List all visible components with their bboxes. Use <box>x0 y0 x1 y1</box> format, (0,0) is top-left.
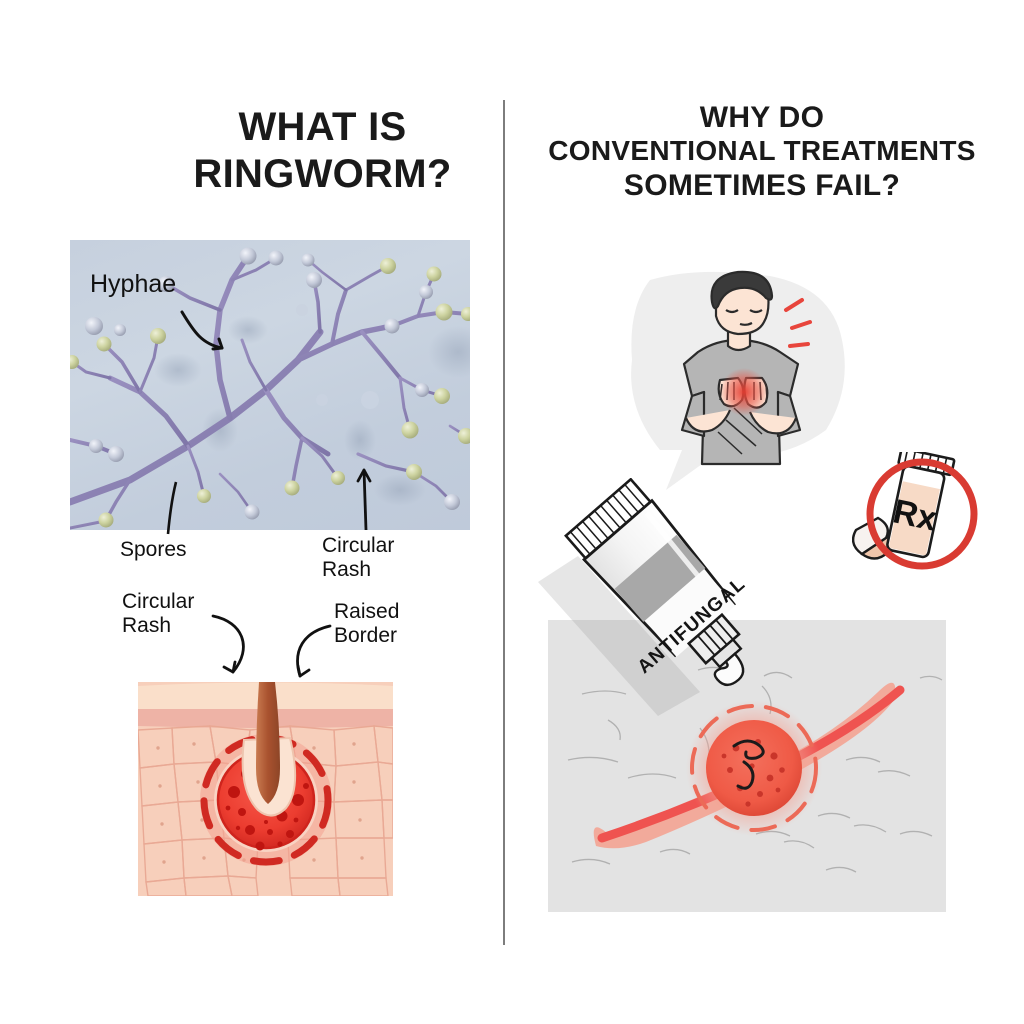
hair-shaft <box>256 682 280 804</box>
cream-blob <box>713 652 745 687</box>
microscopy-image: Hyphae <box>70 240 470 530</box>
bottle-liquid <box>889 481 940 556</box>
skin-lesion-illustration <box>138 682 393 896</box>
neck <box>726 328 752 352</box>
rash-dashed-ring <box>690 704 818 832</box>
irritation-marks <box>784 298 812 348</box>
hyphae-illustration: Hyphae <box>70 247 470 530</box>
scratching-person-illustration <box>631 270 845 490</box>
eye-left <box>725 309 739 314</box>
out-of-focus-blobs <box>154 316 470 506</box>
arm-right <box>748 411 798 435</box>
tube-group: ANTIFUNGAL <box>564 478 750 687</box>
rx-bottle-illustration: Rx <box>852 452 978 570</box>
raised-border-arrow-head <box>296 664 311 678</box>
skin-rash-arrow-head <box>222 660 237 674</box>
right-panel-title: WHY DO CONVENTIONAL TREATMENTS SOMETIMES… <box>512 100 1012 203</box>
mouth <box>739 322 753 326</box>
right-title-line1: WHY DO <box>699 101 825 134</box>
crimp-ridges <box>569 484 645 555</box>
rx-label: Rx <box>890 492 941 538</box>
eye-right <box>749 309 763 314</box>
prohibition-circle <box>866 458 978 570</box>
antifungal-cream-tube: ANTIFUNGAL <box>508 478 798 768</box>
skin-cross-section-diagram <box>138 682 393 896</box>
neck-threads <box>697 619 734 656</box>
no-prescription-icon: Rx <box>852 452 984 578</box>
label-circular-rash-microscopy: Circular Rash <box>322 534 395 581</box>
rash-dots <box>721 739 785 807</box>
left-title-line1: WHAT IS <box>238 105 407 149</box>
tube-label-area <box>644 569 736 657</box>
tube-illustration: ANTIFUNGAL <box>538 478 750 716</box>
hyphae-caption-pointer <box>180 310 224 351</box>
itch-glow <box>720 368 768 416</box>
right-title-line2: CONVENTIONAL TREATMENTS <box>548 135 976 167</box>
hair <box>710 270 774 310</box>
label-raised-border: Raised Border <box>334 600 400 647</box>
treatment-scene-panel <box>548 620 946 912</box>
tube-crimp <box>564 478 653 561</box>
right-title-line3: SOMETIMES FAIL? <box>623 168 901 202</box>
label-spores: Spores <box>120 538 187 561</box>
left-title-line2: RINGWORM? <box>193 151 452 196</box>
panel-divider <box>503 100 505 945</box>
arm-left <box>684 409 732 433</box>
spores-cluster <box>70 258 470 528</box>
spores-secondary <box>85 247 460 520</box>
raised-border-arrow-line <box>296 624 332 678</box>
cream-smear <box>732 739 765 790</box>
persistent-rash-illustration <box>567 666 943 873</box>
label-circular-rash-skin: Circular Rash <box>122 590 195 637</box>
hyphae-inline-label: Hyphae <box>90 270 176 298</box>
pill-bottle: Rx <box>886 452 956 559</box>
left-panel-title: WHAT IS RINGWORM? <box>150 104 495 198</box>
tube-shadow <box>538 556 700 716</box>
itching-scene <box>620 268 855 503</box>
